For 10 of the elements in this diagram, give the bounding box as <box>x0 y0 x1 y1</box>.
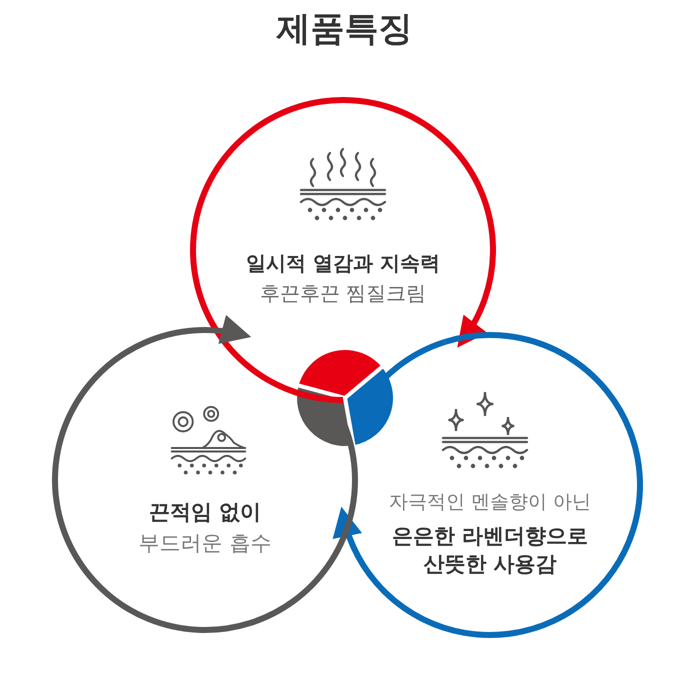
arrow <box>190 97 496 403</box>
feature-description: 자극적인 멘솔향이 아닌 <box>388 490 592 515</box>
feature-heading: 일시적 열감과 지속력 <box>245 250 441 277</box>
arrow <box>334 332 643 638</box>
feature-heading: 은은한 라벤더향으로 산뜻한 사용감 <box>390 523 590 578</box>
title: 제품특징 <box>275 8 414 51</box>
feature-description: 부드러운 흡수 <box>138 530 272 557</box>
feature-description: 후끈후끈 찜질크림 <box>258 280 428 307</box>
arrow <box>52 316 358 633</box>
feature-heading: 끈적임 없이 <box>148 499 262 526</box>
